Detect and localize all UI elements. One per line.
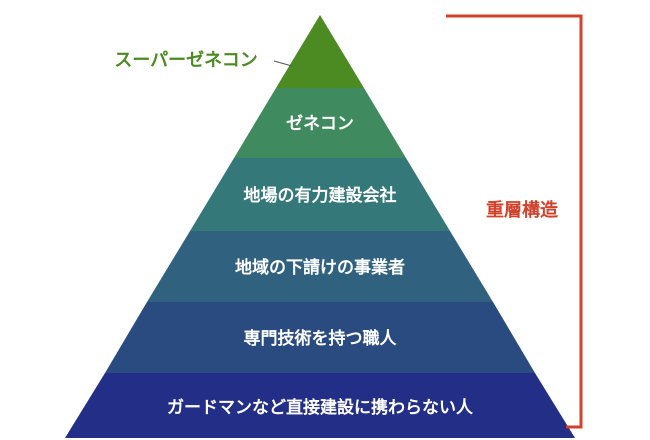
bracket-label: 重層構造 xyxy=(486,199,558,221)
tier-label-non-construction-worker: ガードマンなど直接建設に携わらない人 xyxy=(167,397,474,418)
tier-band-regional-subcontractor xyxy=(147,231,493,302)
tier-band-general-contractor xyxy=(234,88,406,158)
tier-label-regional-subcontractor: 地域の下請けの事業者 xyxy=(235,257,405,278)
apex-leader-line xyxy=(273,60,293,67)
tier-band-non-construction-worker xyxy=(65,373,575,438)
tier-label-general-contractor: ゼネコン xyxy=(286,113,354,134)
apex-triangle xyxy=(276,15,364,88)
tier-label-skilled-craftsman: 専門技術を持つ職人 xyxy=(244,328,398,349)
layer-bracket xyxy=(446,14,583,429)
tier-band-local-builder xyxy=(190,158,450,231)
apex-label: スーパーゼネコン xyxy=(114,49,257,71)
tier-band-skilled-craftsman xyxy=(105,302,535,373)
tier-label-local-builder: 地場の有力建設会社 xyxy=(244,185,397,206)
